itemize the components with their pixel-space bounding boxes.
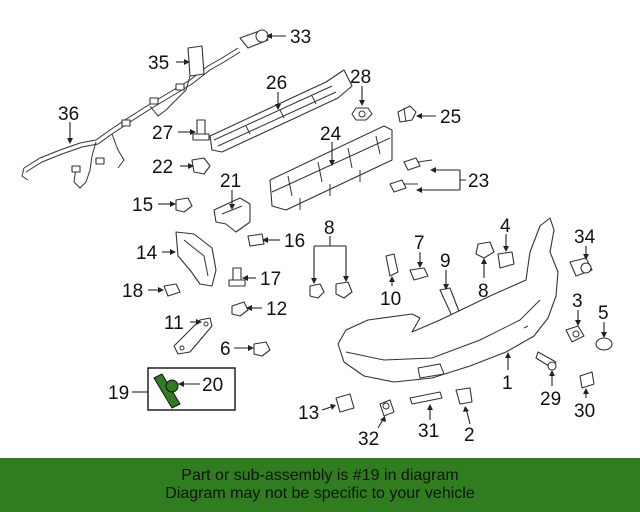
callout-14[interactable]: 14 [136,243,158,264]
part-10-trim[interactable] [385,253,399,277]
part-19-highlight-box[interactable] [132,367,236,411]
callout-6[interactable]: 6 [220,339,231,360]
part-8-clips[interactable] [309,241,495,299]
part-25-clip[interactable] [397,105,417,123]
part-19-highlighted-part[interactable] [153,373,181,409]
callout-4[interactable]: 4 [500,216,511,237]
banner-line-disclaimer: Diagram may not be specific to your vehi… [165,485,475,502]
part-2-clip[interactable] [455,387,473,405]
callout-11[interactable]: 11 [164,313,184,334]
callout-1[interactable]: 1 [502,373,513,394]
callout-17[interactable]: 17 [260,269,281,290]
callout-21[interactable]: 21 [220,171,241,192]
callout-34[interactable]: 34 [574,227,596,248]
part-34-sensor[interactable] [569,257,593,277]
part-18-screw[interactable] [163,283,181,297]
part-36-wiring-harness[interactable] [21,47,241,189]
part-21-bracket[interactable] [213,197,251,233]
exploded-parts-diagram: 33 35 26 28 36 25 27 24 22 23 21 15 8 7 … [21,27,613,450]
callout-28[interactable]: 28 [350,67,371,88]
callout-23[interactable]: 23 [468,171,489,192]
part-31-reflector[interactable] [409,391,443,405]
part-5-cap[interactable] [595,337,613,351]
callout-numbers: 33 35 26 28 36 25 27 24 22 23 21 15 8 7 … [58,27,609,450]
part-33-sensor[interactable] [239,29,269,49]
part-22-plug[interactable] [191,157,211,175]
part-27-bolt[interactable] [192,119,210,141]
part-4-stop[interactable] [497,251,515,269]
callout-36[interactable]: 36 [58,104,79,125]
callout-33[interactable]: 33 [290,27,311,48]
callout-8-right[interactable]: 8 [478,281,489,302]
part-14-splash-shield[interactable] [175,231,217,287]
part-12-clip[interactable] [231,301,249,317]
part-30-bracket[interactable] [579,371,595,389]
callout-29[interactable]: 29 [540,389,561,410]
callout-22[interactable]: 22 [152,157,173,178]
callout-16[interactable]: 16 [284,231,305,252]
callout-20[interactable]: 20 [202,375,223,396]
part-1-bumper-cover[interactable] [337,217,559,383]
part-16-retainer[interactable] [247,233,265,247]
callout-26[interactable]: 26 [266,73,287,94]
leader-lines [67,33,607,429]
callout-2[interactable]: 2 [464,425,475,446]
part-15-clip[interactable] [175,197,193,213]
part-6-clip[interactable] [253,341,271,357]
callout-31[interactable]: 31 [418,421,439,442]
part-info-banner: Part or sub-assembly is #19 in diagram D… [0,458,640,512]
callout-19[interactable]: 19 [108,383,129,404]
callout-8-left[interactable]: 8 [324,218,335,239]
banner-line-part: Part or sub-assembly is #19 in diagram [181,467,459,484]
callout-7[interactable]: 7 [414,233,425,254]
callout-9[interactable]: 9 [440,251,451,272]
part-17-bolt[interactable] [228,267,246,287]
part-7-screw[interactable] [409,267,429,281]
part-35-pad[interactable] [187,45,205,77]
part-20-highlighted-part[interactable] [165,379,179,393]
callout-24[interactable]: 24 [320,124,342,145]
part-24-energy-absorber[interactable] [269,125,393,211]
callout-30[interactable]: 30 [574,401,595,422]
part-28-nut[interactable] [351,107,373,121]
callout-35[interactable]: 35 [148,53,169,74]
callout-5[interactable]: 5 [598,303,609,324]
callout-10[interactable]: 10 [380,289,401,310]
part-13-pad[interactable] [335,393,355,413]
part-23-bolts[interactable] [389,157,433,193]
callout-12[interactable]: 12 [266,299,287,320]
callout-25[interactable]: 25 [440,107,461,128]
part-26-impact-bar[interactable] [209,69,353,153]
callout-18[interactable]: 18 [122,281,143,302]
callout-15[interactable]: 15 [132,195,153,216]
callout-3[interactable]: 3 [572,291,583,312]
callout-27[interactable]: 27 [152,123,173,144]
callout-32[interactable]: 32 [358,429,379,450]
part-29-bolt[interactable] [535,351,557,371]
part-11-bracket[interactable] [173,317,213,355]
part-32-bolt[interactable] [379,399,395,417]
part-3-sensor[interactable] [565,325,585,343]
callout-13[interactable]: 13 [298,403,319,424]
